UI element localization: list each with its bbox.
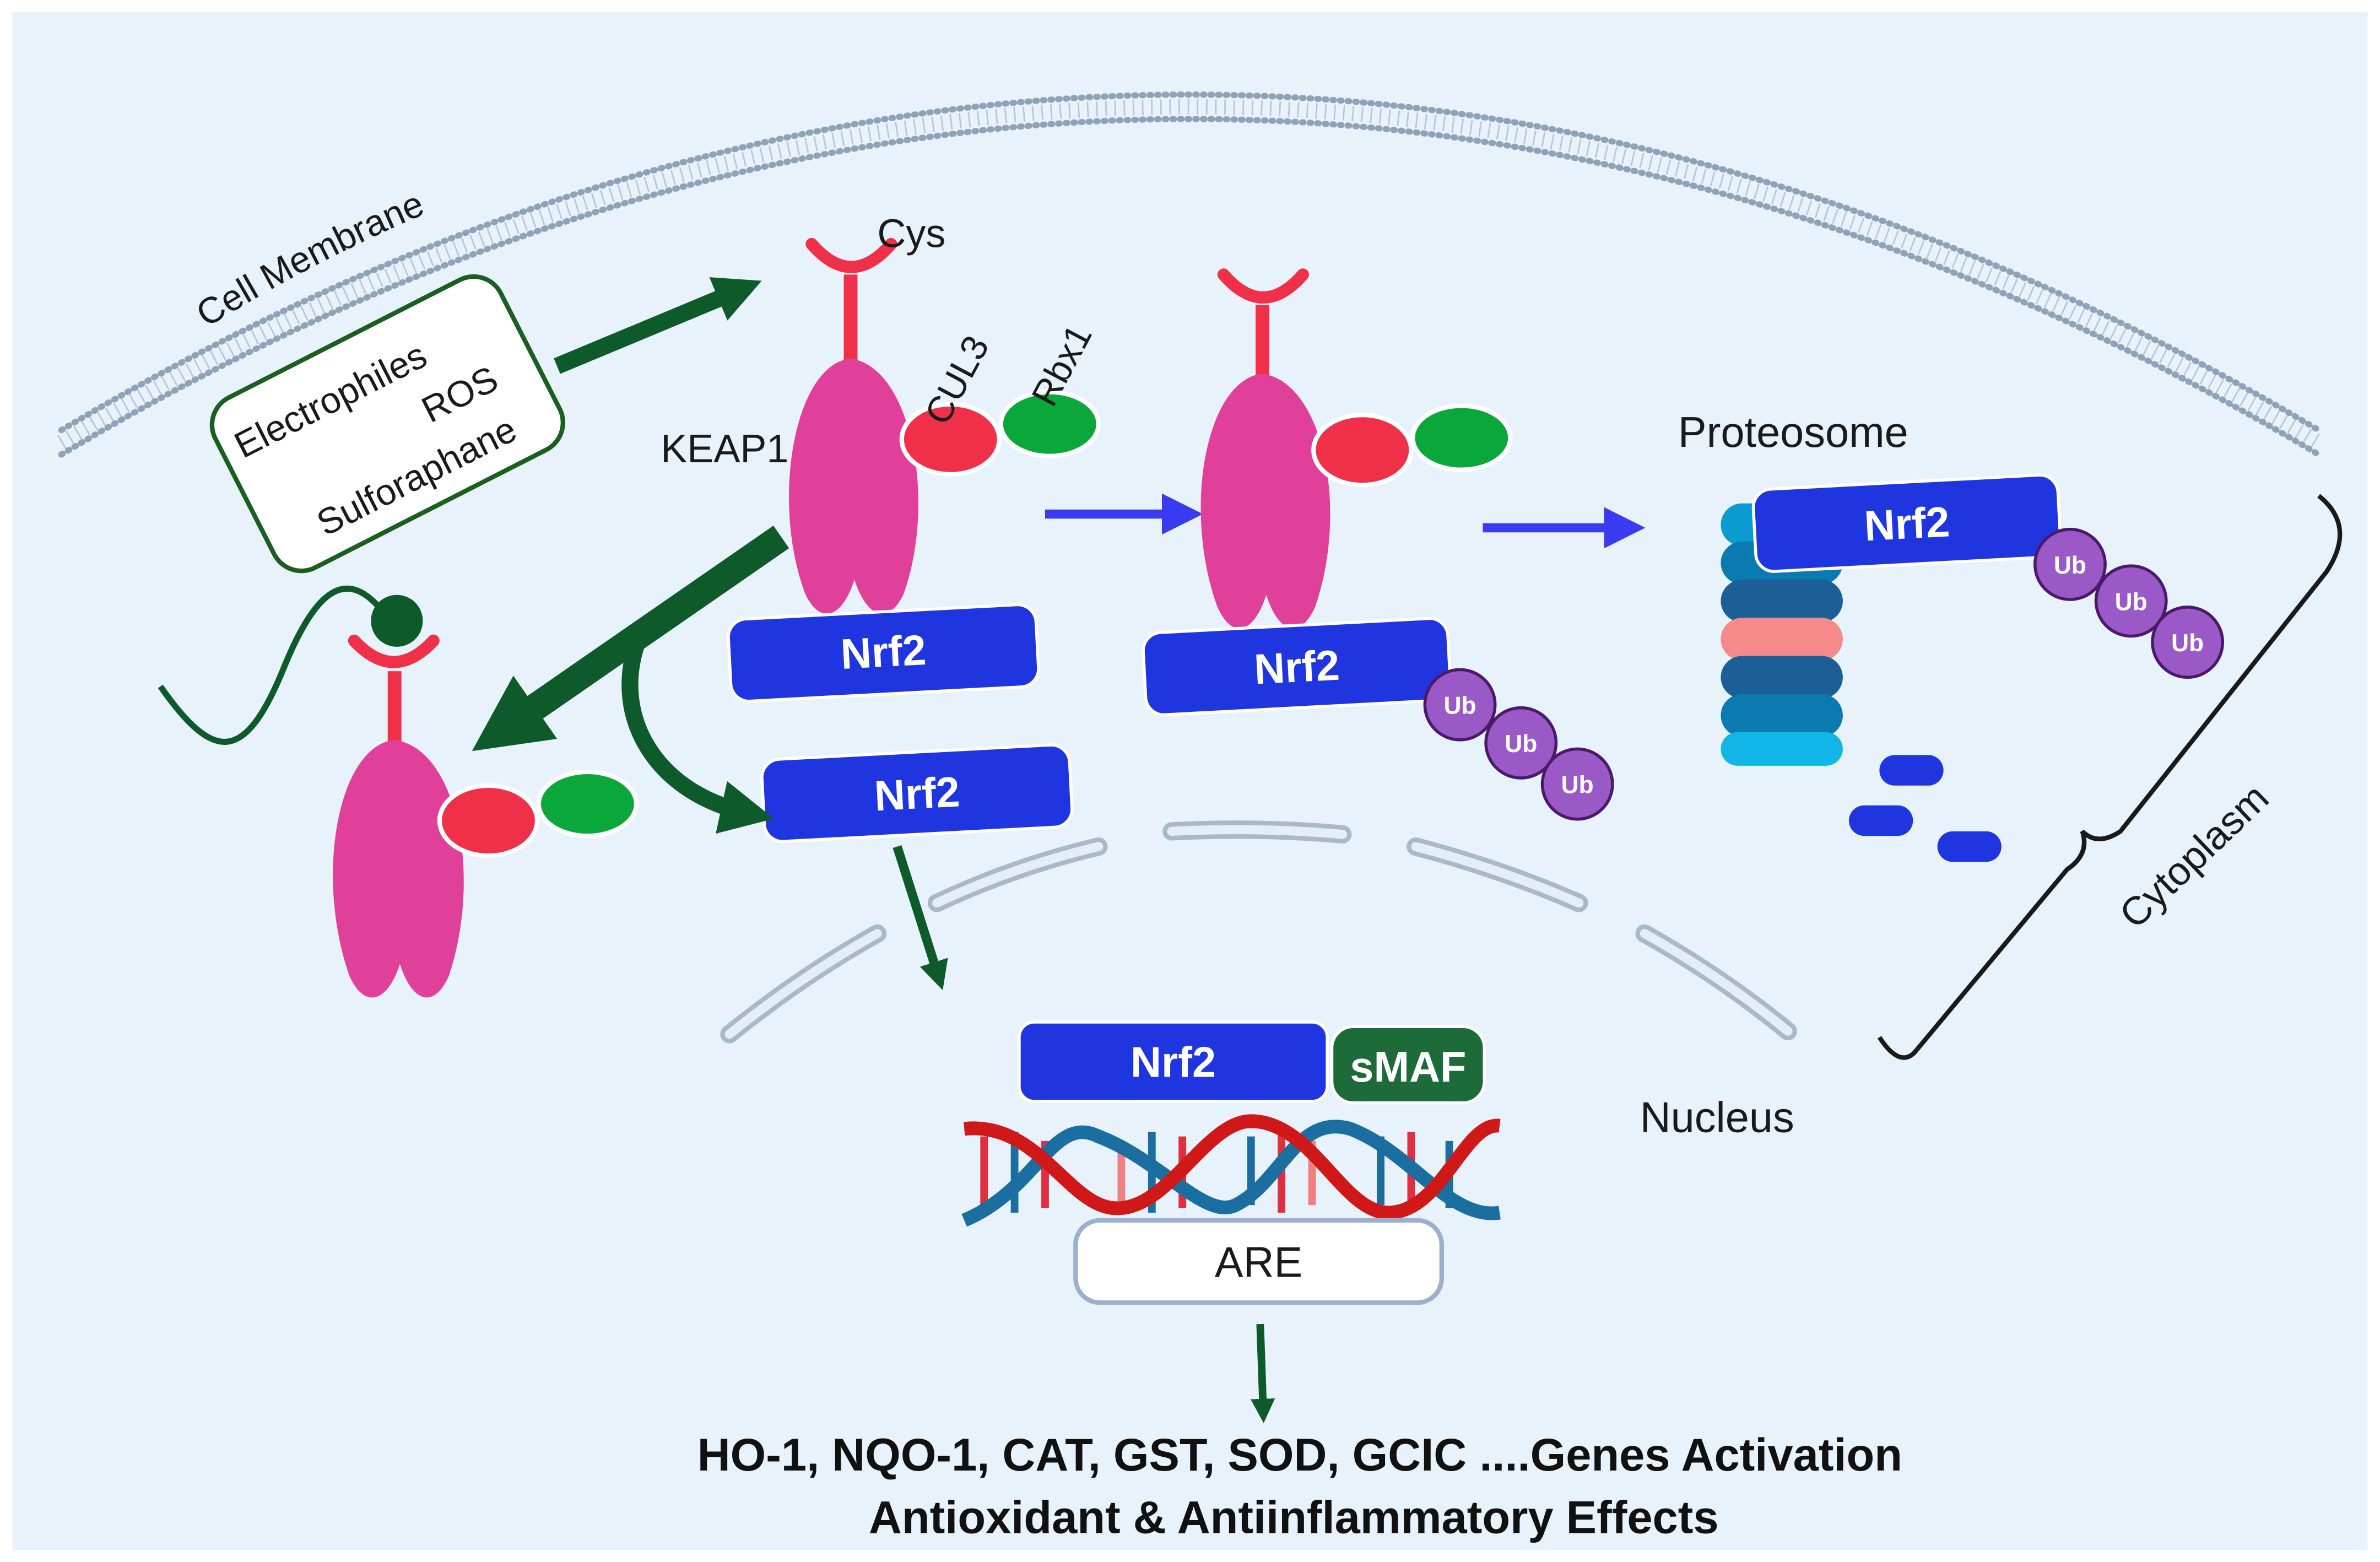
ub-2a (2033, 527, 2107, 601)
svg-text:Ub: Ub (1505, 731, 1537, 758)
nrf2-free: Nrf2 (760, 743, 1074, 844)
keap1-stalk (843, 274, 858, 374)
nrf2-fragments (1849, 755, 2002, 862)
keap1-body (789, 358, 918, 614)
ub-1a (1423, 668, 1497, 742)
genes-activation-text: HO-1, NQO-1, CAT, GST, SOD, GCIC ....Gen… (697, 1429, 1902, 1480)
keap1-complex-modified (158, 585, 639, 998)
dna-helix (961, 1114, 1501, 1227)
ub-2b (2094, 564, 2168, 638)
nucleus-label: Nucleus (1640, 1094, 1794, 1141)
electrophile-head (371, 594, 423, 647)
gene-activation-arrow (1250, 1323, 1275, 1424)
keap1-body-modified (333, 739, 464, 998)
svg-text:Nrf2: Nrf2 (1863, 498, 1951, 550)
svg-text:Nrf2: Nrf2 (1130, 1039, 1216, 1087)
cys-label: Cys (877, 212, 945, 256)
inducer-box: Electrophiles ROS Sulforaphane (209, 274, 565, 574)
ub-1b (1484, 706, 1558, 780)
svg-text:ARE: ARE (1215, 1239, 1302, 1286)
ub-2c (2151, 606, 2225, 679)
svg-text:sMAF: sMAF (1350, 1044, 1466, 1091)
rbx1-ellipse-modified (536, 769, 639, 839)
rbx1-ellipse (998, 390, 1101, 458)
keap1-label: KEAP1 (661, 427, 788, 471)
nuclear-translocation-arrow (892, 845, 948, 991)
cytoplasm-brace (1877, 494, 2343, 1060)
svg-text:Ub: Ub (2115, 588, 2148, 615)
cys-cup (805, 237, 897, 273)
keap1-complex-main (789, 237, 1101, 614)
are-element: ARE (1073, 1218, 1444, 1305)
svg-text:Ub: Ub (1444, 693, 1476, 720)
keap1-complex-ubiquitinated (1200, 268, 1513, 629)
cul3-ellipse (899, 402, 1002, 477)
svg-text:Nrf2: Nrf2 (1253, 642, 1340, 694)
keap1-modification-arrow (472, 526, 789, 752)
cul3-ellipse-modified (437, 783, 540, 858)
proteosome-label: Proteosome (1678, 409, 1908, 456)
svg-text:Ub: Ub (2054, 552, 2086, 579)
electrophile-tail (158, 585, 384, 745)
nuclear-envelope (720, 820, 1797, 1044)
ub-chain-2: Ub Ub Ub (2033, 527, 2225, 679)
smaf: sMAF (1330, 1025, 1486, 1105)
ub-1c (1540, 747, 1614, 821)
nrf2-proteosome: Nrf2 (1751, 473, 2062, 573)
keap1-stalk-modified (387, 671, 402, 751)
svg-text:Ub: Ub (2171, 630, 2204, 657)
nrf2-release-arrow (621, 637, 774, 834)
nrf2-bound-keap1: Nrf2 (727, 603, 1040, 703)
nrf2-ubiquitinated: Nrf2 (1142, 617, 1452, 717)
ub-chain-1: Ub Ub Ub (1423, 668, 1614, 821)
nrf2-nuclear: Nrf2 (1018, 1020, 1329, 1103)
cys-cup-modified (348, 634, 440, 668)
effects-text: Antioxidant & Antiinflammatory Effects (869, 1491, 1719, 1543)
svg-text:Ub: Ub (1561, 772, 1594, 799)
inducer-arrow (554, 277, 762, 374)
svg-text:Nrf2: Nrf2 (873, 768, 961, 820)
svg-text:Nrf2: Nrf2 (840, 626, 927, 678)
